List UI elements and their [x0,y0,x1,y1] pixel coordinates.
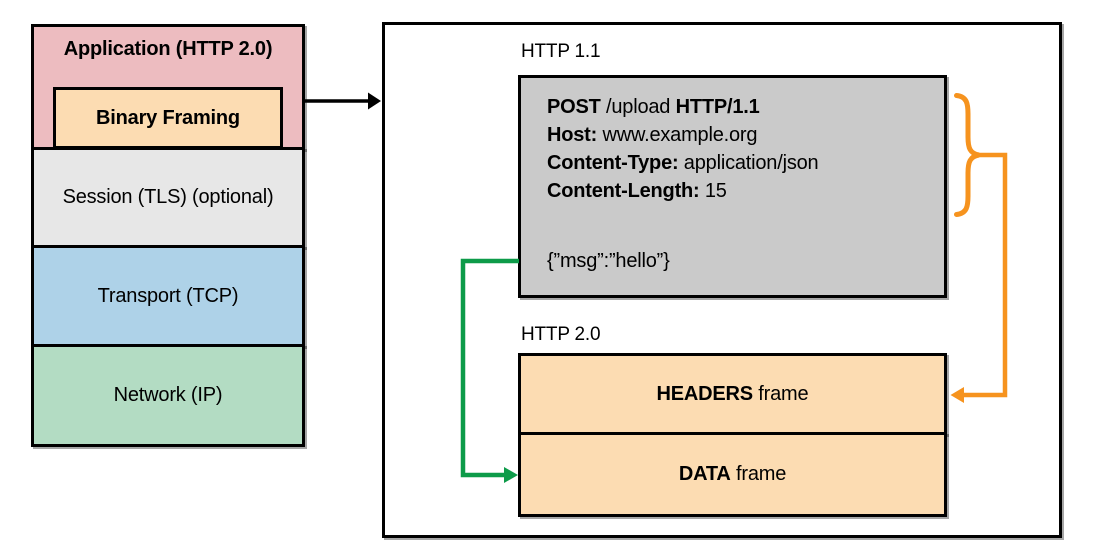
request-line-segment: HTTP/1.1 [675,96,760,118]
request-line: Content-Length: 15 [547,177,936,205]
request-line-segment: /upload [600,96,676,118]
request-line: Content-Type: application/json [547,149,936,177]
layer-network-label: Network (IP) [113,384,223,406]
headers-frame-label-bold: HEADERS [656,382,754,405]
request-line-segment: 15 [699,180,727,202]
data-frame-label-bold: DATA [678,463,731,485]
request-line-segment: application/json [678,152,819,174]
layer-session: Session (TLS) (optional) [31,147,305,248]
http11-section-label: HTTP 1.1 [521,41,601,62]
headers-frame-label: HEADERS frame [657,383,809,406]
request-body: {”msg”:”hello”} [547,250,670,272]
request-line-segment: Content-Type: [547,152,679,174]
data-frame-label-rest: frame [730,463,787,485]
headers-frame-box: HEADERS frame [518,353,947,435]
headers-frame-label-rest: frame [752,382,809,405]
request-line: POST /upload HTTP/1.1 [547,93,936,121]
data-frame-box: DATA frame [518,432,947,517]
layer-transport: Transport (TCP) [31,245,305,347]
request-line-segment: Content-Length: [547,180,700,202]
http20-section-label: HTTP 2.0 [521,324,601,345]
layer-application-label: Application (HTTP 2.0) [63,38,273,60]
request-line-segment: Host: [547,124,598,146]
layer-binary-framing: Binary Framing [53,87,283,149]
stack-to-detail-arrowhead-icon [368,92,381,110]
http11-request-box: POST /upload HTTP/1.1 Host: www.example.… [518,75,947,298]
request-line-segment: www.example.org [597,124,758,146]
layer-network: Network (IP) [31,344,305,447]
layer-session-label: Session (TLS) (optional) [62,186,274,208]
layer-transport-label: Transport (TCP) [97,284,239,307]
request-line-segment: POST [547,96,601,118]
data-frame-label: DATA frame [679,463,786,486]
layer-binary-framing-label: Binary Framing [96,106,240,129]
request-line: Host: www.example.org [547,121,936,149]
